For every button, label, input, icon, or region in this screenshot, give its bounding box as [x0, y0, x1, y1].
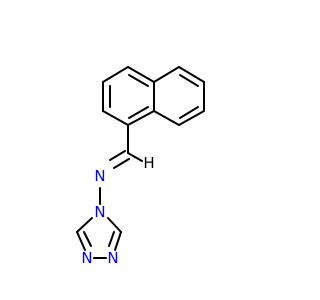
atom-triazole-n1: N: [81, 249, 92, 267]
bond-c7-c8-inner: [179, 106, 199, 119]
bond-c1-c2: [102, 110, 129, 126]
bonds: [76, 66, 205, 259]
atom-imine-n: N: [94, 167, 105, 185]
bond-c4-c4a-inner: [128, 74, 149, 87]
bond-c5-n1-inner: [108, 231, 115, 247]
atom-triazole-n2: N: [107, 249, 118, 267]
bond-n4-c5: [107, 217, 122, 233]
bond-c8a-c1: [127, 110, 155, 126]
bond-c5-c6-inner: [179, 74, 199, 87]
bond-ch-n-double-a: [109, 150, 126, 161]
bond-c4a-c5: [153, 66, 180, 83]
atom-triazole-n4: N: [94, 203, 105, 221]
molecule-canvas: N N N N H: [76, 66, 205, 267]
bond-c5-n1: [114, 231, 122, 251]
bond-ch-n-double-b: [113, 158, 130, 169]
bond-c3-n4: [76, 217, 93, 233]
atom-labels: N N N N H: [81, 154, 154, 267]
bond-c5-c6: [178, 66, 205, 83]
bond-c3-c4: [102, 66, 129, 83]
bond-n2-c3-inner: [83, 231, 92, 247]
atom-imine-h: H: [143, 154, 154, 172]
bond-c4-c4a: [127, 66, 155, 83]
bond-c8a-c1-inner: [128, 106, 149, 119]
bond-n2-c3: [76, 231, 86, 251]
bond-c7-c8: [178, 110, 205, 126]
structure-svg: N N N N H: [76, 66, 205, 267]
bond-c8-c8a: [153, 110, 180, 126]
bond-ch-h: [127, 152, 143, 162]
